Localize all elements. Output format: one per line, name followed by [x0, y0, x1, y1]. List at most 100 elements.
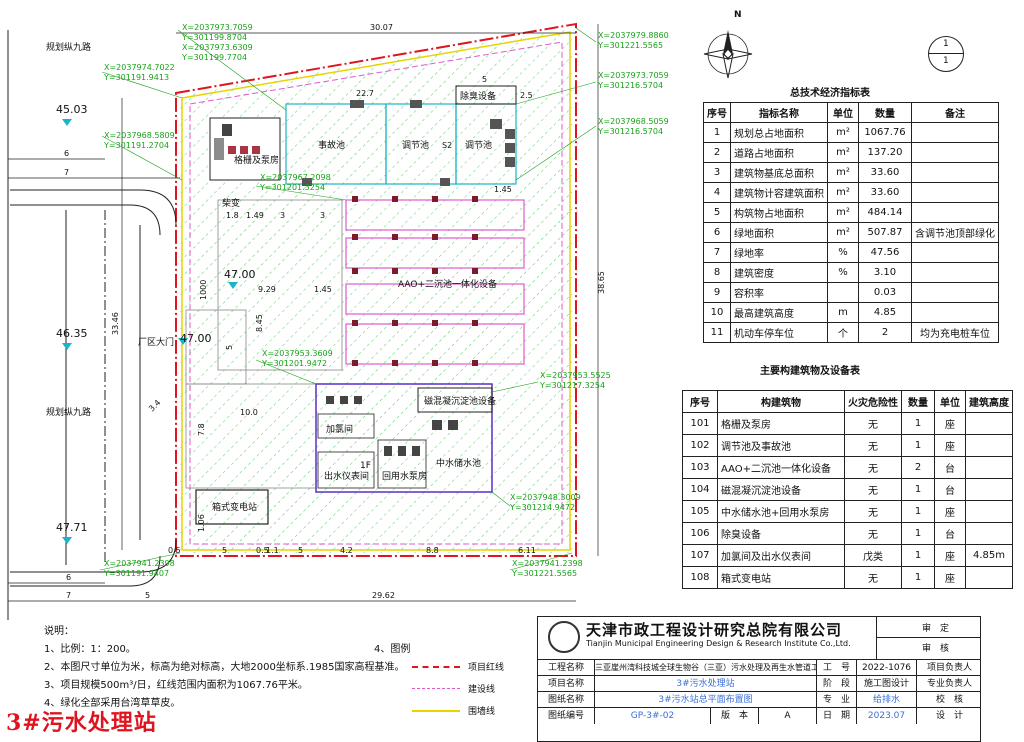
coord-label: X=2037974.7022 — [104, 63, 175, 72]
table-cell: 含调节池顶部绿化 — [911, 222, 999, 243]
table-cell: 除臭设备 — [717, 522, 845, 545]
table-header-cell: 数量 — [901, 390, 935, 413]
table-cell: 无 — [844, 456, 902, 479]
table-cell: 6 — [703, 222, 731, 243]
work-no: 2022-1076 — [856, 660, 916, 676]
note-2: 2、本图尺寸单位为米，标高为绝对标高，大地2000坐标系.1985国家高程基准。 — [44, 662, 405, 673]
table-cell: 33.60 — [858, 182, 912, 203]
table-cell: 台 — [934, 478, 966, 501]
dim-10: 10.0 — [240, 408, 258, 417]
version-label: 版 本 — [710, 708, 758, 724]
table-cell: 106 — [682, 522, 718, 545]
table-cell: 座 — [934, 500, 966, 523]
table-cell: 7 — [703, 242, 731, 263]
coord-label: X=2037948.3009 — [510, 493, 581, 502]
table-cell: m — [827, 302, 859, 323]
table-cell: 容积率 — [730, 282, 828, 303]
table-cell: 1 — [901, 522, 935, 545]
dim-7-8: 7.8 — [197, 423, 206, 436]
dim-1000: 1000 — [199, 280, 208, 300]
elev-47-00-b: 47.00 — [180, 332, 212, 345]
table-cell: 1 — [901, 544, 935, 567]
table-cell: m² — [827, 122, 859, 143]
table-cell: % — [827, 242, 859, 263]
table-cell: 107 — [682, 544, 718, 567]
note-3: 3、项目规模500m³/日，红线范围内面积为1067.76平米。 — [44, 680, 308, 691]
table-cell: 建筑物计容建筑面积 — [730, 182, 828, 203]
item-label: 项目名称 — [547, 679, 584, 689]
table-cell: 绿地面积 — [730, 222, 828, 243]
table-cell: 103 — [682, 456, 718, 479]
table-cell: 1 — [901, 412, 935, 435]
review-label: 审 核 — [922, 644, 950, 654]
deodor-unit — [455, 85, 517, 105]
big-title: 3#污水处理站 — [6, 710, 157, 736]
table-cell: 5 — [703, 202, 731, 223]
dim-3b: 3 — [320, 211, 325, 220]
dim-left-7b: 7 — [66, 591, 71, 600]
table-cell: 均为充电桩车位 — [911, 322, 999, 343]
note-1: 1、比例：1：200。 — [44, 644, 136, 655]
coord-label: Y=301201.3254 — [259, 183, 325, 192]
table-cell: m² — [827, 142, 859, 163]
dim-b-5: 5 — [222, 546, 227, 555]
coord-label: Y=301199.8704 — [181, 33, 247, 42]
table-cell: 101 — [682, 412, 718, 435]
table-cell: 137.20 — [858, 142, 912, 163]
table-cell: AAO+二沉池一体化设备 — [717, 456, 845, 479]
dim-b-8-8: 8.8 — [426, 546, 439, 555]
build-line — [189, 41, 563, 545]
coord-label: Y=301216.5704 — [597, 81, 663, 90]
table-cell: m² — [827, 182, 859, 203]
table-header-cell: 序号 — [682, 390, 718, 413]
coord-callouts — [99, 27, 597, 571]
table-cell — [965, 522, 1013, 545]
table-cell: 3 — [703, 162, 731, 183]
table-cell: 个 — [827, 322, 859, 343]
sheet-no: 1 — [943, 39, 949, 49]
dim-b-1-1: 1.1 — [266, 546, 279, 555]
dim-2-5: 2.5 — [520, 91, 533, 100]
magnetic-label: 磁混凝沉淀池设备 — [424, 395, 496, 407]
chaibian-label: 柴变 — [222, 197, 240, 209]
table-cell: 座 — [934, 434, 966, 457]
table-cell: 戊类 — [844, 544, 902, 567]
table-cell: 台 — [934, 522, 966, 545]
deodor-label: 除臭设备 — [460, 90, 496, 102]
elev-45-03: 45.03 — [56, 103, 88, 116]
table-cell — [911, 202, 999, 223]
coord-label: X=2037973.7059 — [598, 71, 669, 80]
table2-title: 主要构建筑物及设备表 — [760, 366, 860, 377]
north-arrow: N — [700, 10, 760, 82]
table-cell — [965, 434, 1013, 457]
dim-9-29: 9.29 — [258, 285, 276, 294]
table-header-cell: 数量 — [858, 102, 912, 123]
sheet-total: 1 — [943, 56, 949, 66]
coord-label: Y=301221.5565 — [597, 41, 663, 50]
drawing-no-label: 图纸编号 — [547, 711, 584, 721]
table-cell: 1 — [901, 500, 935, 523]
lower-complex — [315, 383, 493, 493]
table-cell — [965, 456, 1013, 479]
table-cell: 座 — [934, 412, 966, 435]
dim-bottom-total: 29.62 — [372, 591, 395, 600]
coord-label: Y=301221.5565 — [511, 569, 577, 578]
road-curve-4 — [10, 555, 161, 587]
dim-b-0-5b: 0.5 — [256, 546, 269, 555]
legend-title: 4、图例 — [374, 644, 411, 655]
table-cell: 无 — [844, 522, 902, 545]
dim-8-45: 8.45 — [255, 314, 264, 332]
dim-left-6b: 6 — [66, 573, 71, 582]
table-cell: 道路占地面积 — [730, 142, 828, 163]
proj-manager-label: 项目负责人 — [916, 660, 982, 676]
company-logo — [548, 621, 580, 653]
table-header-cell: 火灾危险性 — [844, 390, 902, 413]
table-cell: 47.56 — [858, 242, 912, 263]
legend-magenta — [412, 688, 460, 689]
table-cell: 1 — [703, 122, 731, 143]
